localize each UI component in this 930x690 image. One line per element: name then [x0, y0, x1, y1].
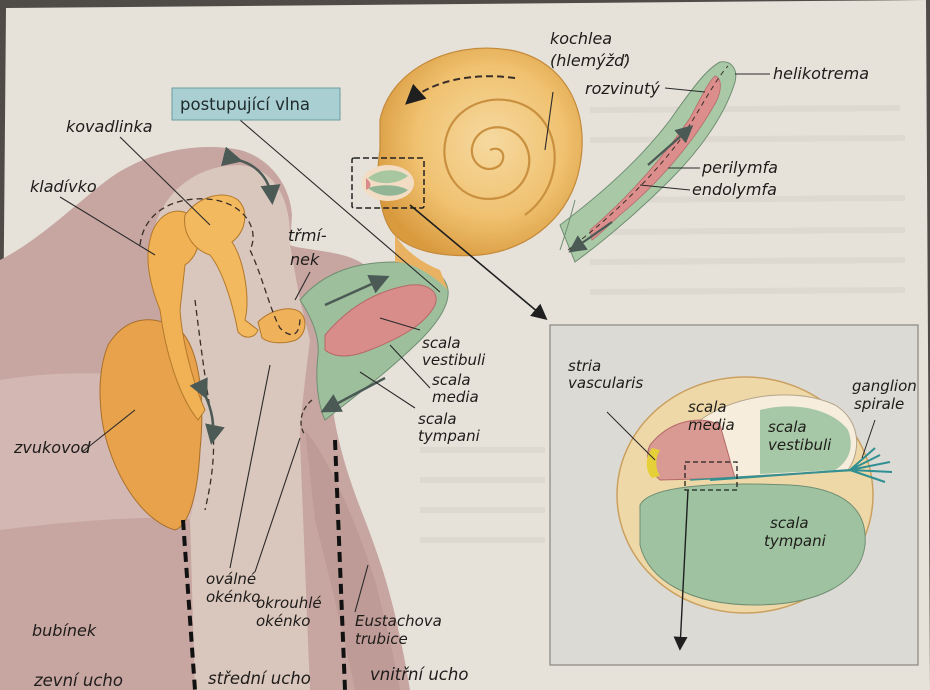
label-okrouhle: okrouhlé	[256, 594, 322, 612]
label-helikotrema: helikotrema	[773, 64, 869, 83]
inset-label-scala-tympani-2: tympani	[764, 532, 827, 550]
label-hlemyzd: (hlemýžď)	[550, 51, 631, 70]
inset-scala-tympani	[640, 484, 865, 605]
label-perilymfa: perilymfa	[701, 158, 778, 177]
inset-label-vascularis: vascularis	[568, 374, 643, 392]
label-trmi: třmí-	[288, 226, 327, 245]
label-eustachova: Eustachova	[355, 612, 442, 630]
banner-label: postupující vlna	[180, 95, 310, 114]
label-bubinek: bubínek	[32, 621, 97, 640]
label-nek: nek	[290, 250, 320, 269]
label-rozvinuty: rozvinutý	[585, 79, 660, 98]
inset-label-spirale: spirale	[854, 395, 904, 413]
label-kovadlinka: kovadlinka	[66, 117, 153, 136]
inset-label-scala-vestibuli-1: scala	[768, 418, 807, 436]
inset-label-scala-vestibuli-2: vestibuli	[768, 436, 832, 454]
label-kladivko: kladívko	[30, 177, 97, 196]
label-scala-tympani-2: tympani	[418, 427, 481, 445]
label-okrouhle-okenko: okénko	[256, 612, 310, 630]
inset-label-scala-media-2: media	[688, 416, 735, 434]
cochlea-section-mini	[362, 165, 414, 201]
label-eustachova-trubice: trubice	[355, 630, 408, 648]
inset-label-stria: stria	[568, 357, 601, 375]
label-ovalne-okenko: okénko	[206, 588, 260, 606]
label-scala-tympani-1: scala	[418, 410, 457, 428]
inset-label-scala-media-1: scala	[688, 398, 727, 416]
label-scala-vestibuli-2: vestibuli	[422, 351, 486, 369]
label-endolymfa: endolymfa	[692, 180, 777, 199]
label-scala-vestibuli-1: scala	[422, 334, 461, 352]
label-vnitrni-ucho: vnitřní ucho	[370, 665, 468, 684]
label-scala-media-2: media	[432, 388, 479, 406]
label-stredni-ucho: střední ucho	[208, 669, 311, 688]
inset-label-ganglion: ganglion	[852, 377, 917, 395]
label-kochlea: kochlea	[550, 29, 612, 48]
label-scala-media-1: scala	[432, 371, 471, 389]
inset-label-scala-tympani-1: scala	[770, 514, 809, 532]
label-zevni-ucho: zevní ucho	[33, 671, 123, 690]
label-zvukovod: zvukovod	[13, 438, 91, 457]
label-ovalne: oválné	[206, 570, 256, 588]
